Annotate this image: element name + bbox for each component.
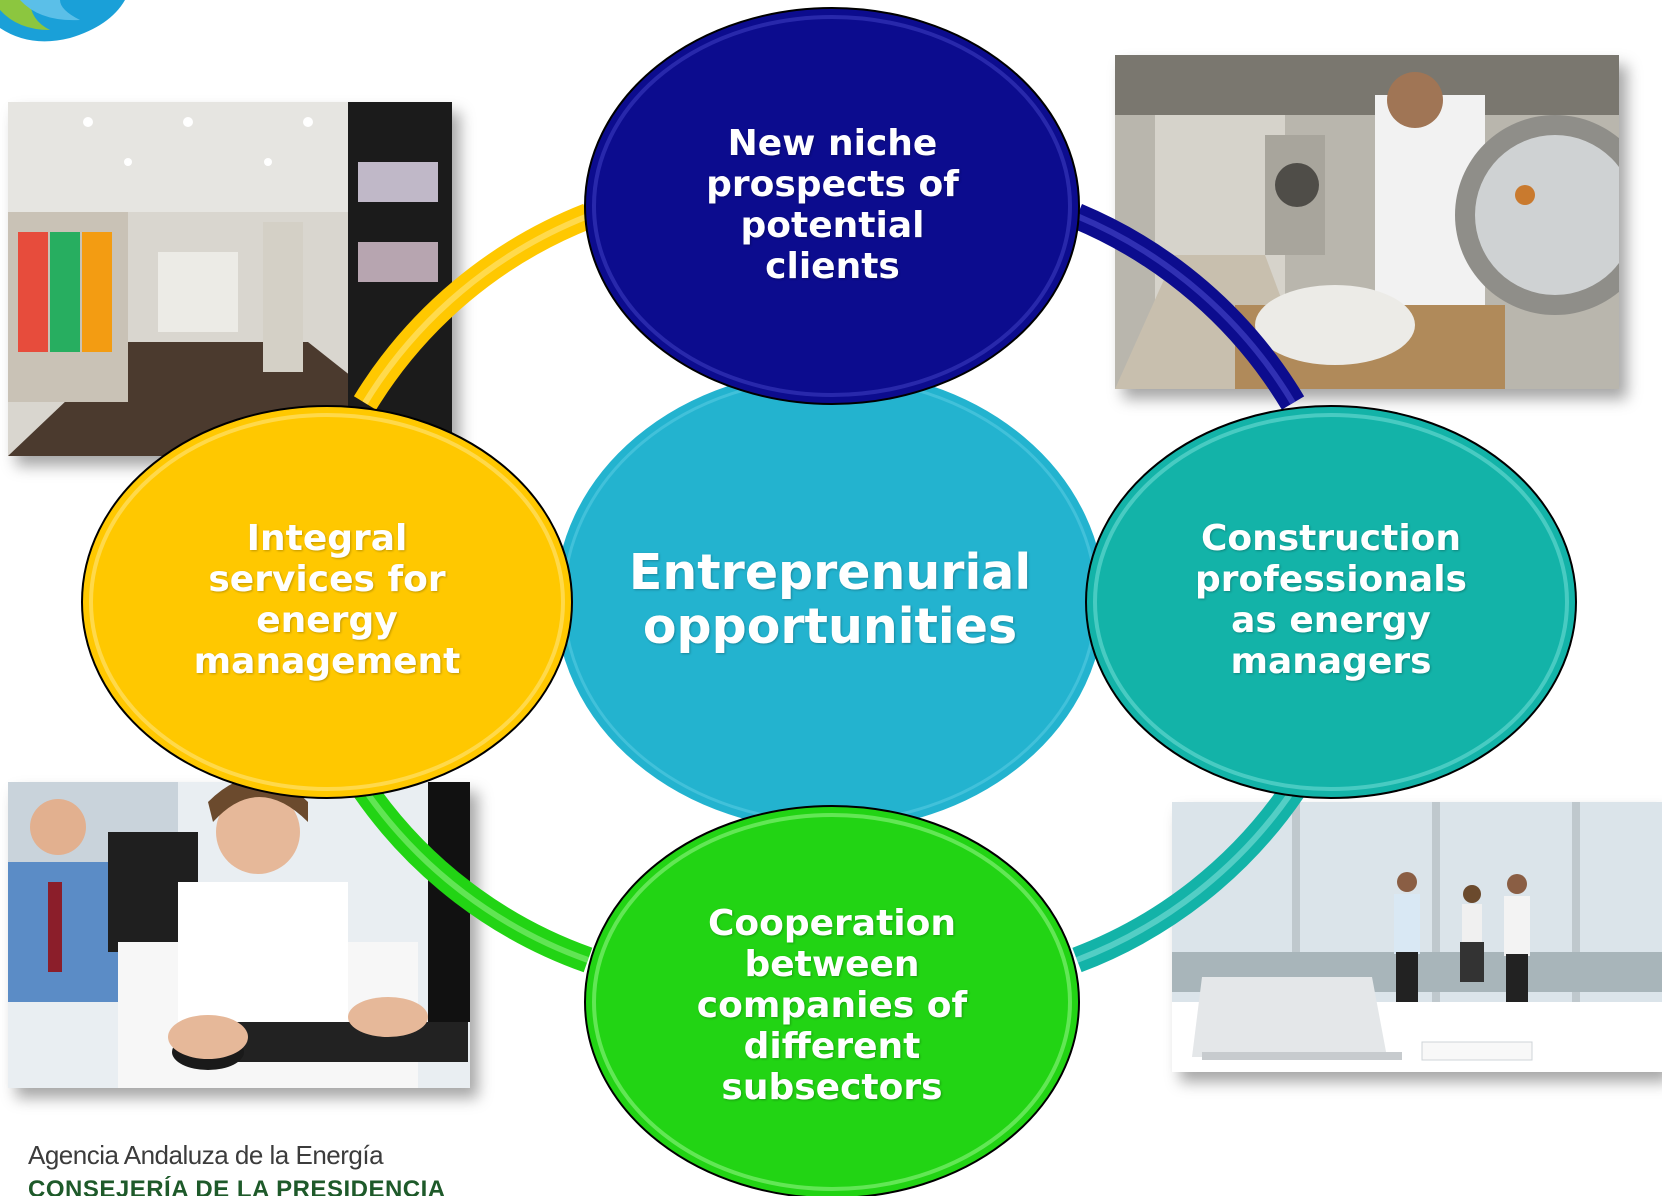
ring-arc-right-bottom: [1072, 782, 1304, 973]
right-node-label: Construction professionals as energy man…: [1195, 518, 1467, 682]
right-node-shape: [1085, 405, 1577, 799]
laundry-photo: [1115, 55, 1619, 389]
left-node-label: Integral services for energy management: [193, 518, 461, 682]
top-node-label: New niche prospects of potential clients: [706, 123, 959, 287]
center-node-label: Entreprenurial opportunities: [628, 544, 1032, 655]
top-node-shape: [584, 7, 1080, 405]
left-node-shape: [81, 405, 573, 799]
ring-arc-bottom-left: [354, 782, 593, 973]
department-name: CONSEJERÍA DE LA PRESIDENCIA: [28, 1176, 446, 1196]
bottom-node-shape: [584, 805, 1080, 1196]
bottom-node-label: Cooperation between companies of differe…: [696, 902, 968, 1108]
ring-arc-left-top: [353, 203, 593, 410]
logo-icon: [0, 0, 125, 42]
store-photo: [8, 102, 452, 456]
agency-name: Agencia Andaluza de la Energía: [28, 1140, 384, 1170]
ring-arc-top-right: [1071, 204, 1305, 410]
